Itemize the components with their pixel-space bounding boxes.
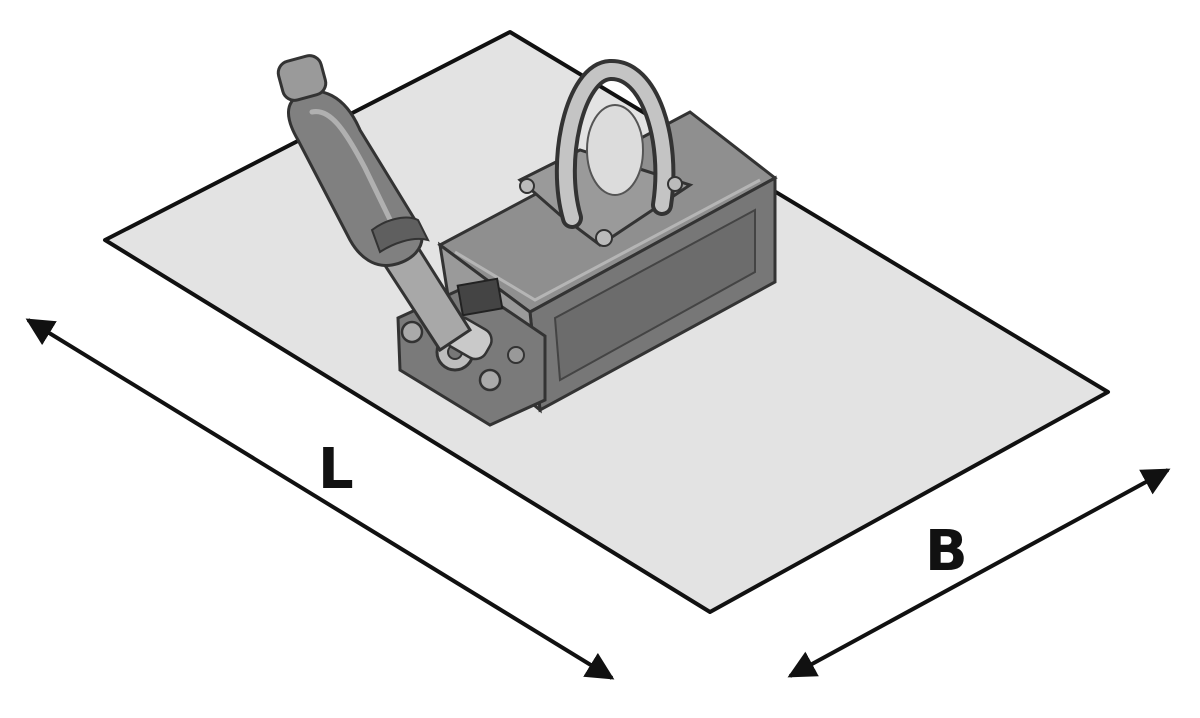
eye-bolt-front xyxy=(595,229,613,247)
housing-slot xyxy=(456,277,504,317)
lever-grip-band xyxy=(370,216,430,254)
lifting-eye xyxy=(517,59,694,247)
eye-bolt-left xyxy=(519,178,535,194)
eye-ring-highlight xyxy=(558,63,672,225)
eye-ring-inner xyxy=(586,104,644,196)
magnet-top-edge xyxy=(454,178,761,302)
width-dimension-arrow xyxy=(787,468,1171,678)
pivot-bolt-right xyxy=(478,368,502,392)
eye-bolt-right xyxy=(667,176,683,192)
length-dimension-arrow xyxy=(25,318,615,680)
pivot-bolt-lower xyxy=(507,346,525,364)
length-label: L xyxy=(318,437,354,502)
width-label: B xyxy=(925,519,968,584)
lever-grip-highlight xyxy=(309,109,398,233)
lever-grip-cap xyxy=(276,54,328,102)
pivot-bolt-left xyxy=(400,320,424,344)
